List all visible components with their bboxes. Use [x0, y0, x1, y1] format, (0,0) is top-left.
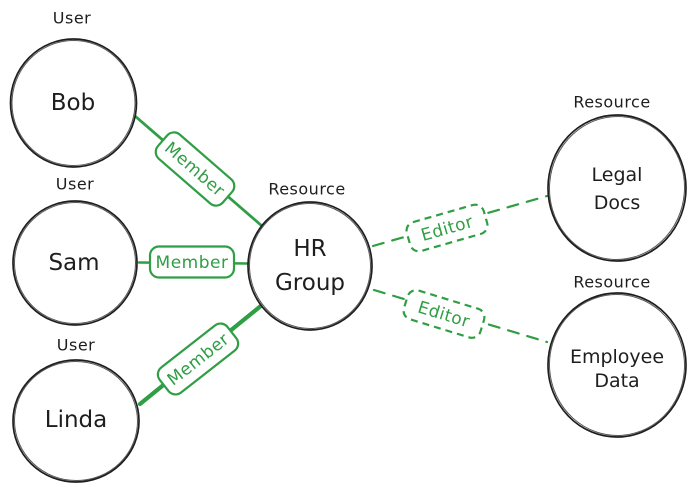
- node-sam: User Sam: [12, 175, 138, 326]
- node-linda-circle-sketch: [14, 360, 138, 482]
- node-employee-data-name-line2: Data: [594, 370, 639, 392]
- edge-label-member-linda: Member: [156, 322, 240, 396]
- edge-label-editor-legal: Editor: [405, 203, 489, 253]
- node-legal-docs: Resource Legal Docs: [547, 93, 687, 262]
- node-hr-group-type-label: Resource: [268, 180, 345, 199]
- node-legal-docs-circle-sketch: [548, 116, 686, 260]
- node-legal-docs-name-line1: Legal: [592, 164, 643, 186]
- node-legal-docs-type-label: Resource: [573, 93, 650, 112]
- node-hr-group-circle-sketch: [248, 203, 372, 329]
- edge-label-member-linda-pill: [156, 322, 240, 396]
- node-hr-group-name-line2: Group: [275, 270, 345, 296]
- edge-label-member-bob: Member: [154, 131, 236, 207]
- node-bob-circle-sketch: [11, 40, 136, 166]
- node-bob-type-label: User: [53, 9, 91, 28]
- edge-label-member-bob-pill: [154, 131, 236, 207]
- node-linda: User Linda: [12, 336, 140, 483]
- node-linda-circle: [12, 359, 140, 483]
- node-hr-group: Resource HR Group: [247, 180, 373, 331]
- edge-label-member-sam-text: Member: [156, 253, 229, 273]
- node-employee-data-circle-sketch: [548, 294, 686, 436]
- edge-label-member-sam: Member: [148, 245, 236, 279]
- node-legal-docs-circle: [547, 114, 687, 262]
- node-hr-group-circle: [247, 201, 373, 331]
- node-bob: User Bob: [9, 9, 138, 168]
- node-sam-type-label: User: [56, 175, 94, 194]
- node-sam-name: Sam: [48, 250, 99, 276]
- node-linda-type-label: User: [57, 336, 95, 355]
- edge-label-member-sam-pill: [148, 245, 236, 279]
- node-employee-data-type-label: Resource: [573, 273, 650, 292]
- node-bob-circle: [9, 38, 138, 168]
- edge-label-editor-employee: Editor: [402, 289, 486, 339]
- node-employee-data-circle: [547, 292, 687, 438]
- node-sam-circle-sketch: [14, 202, 136, 324]
- node-linda-name: Linda: [45, 407, 107, 433]
- node-employee-data: Resource Employee Data: [547, 273, 687, 438]
- node-bob-name: Bob: [51, 90, 95, 116]
- node-hr-group-name-line1: HR: [293, 236, 326, 262]
- node-sam-circle: [12, 200, 138, 326]
- node-legal-docs-name-line2: Docs: [594, 192, 641, 214]
- node-employee-data-name-line1: Employee: [570, 346, 664, 368]
